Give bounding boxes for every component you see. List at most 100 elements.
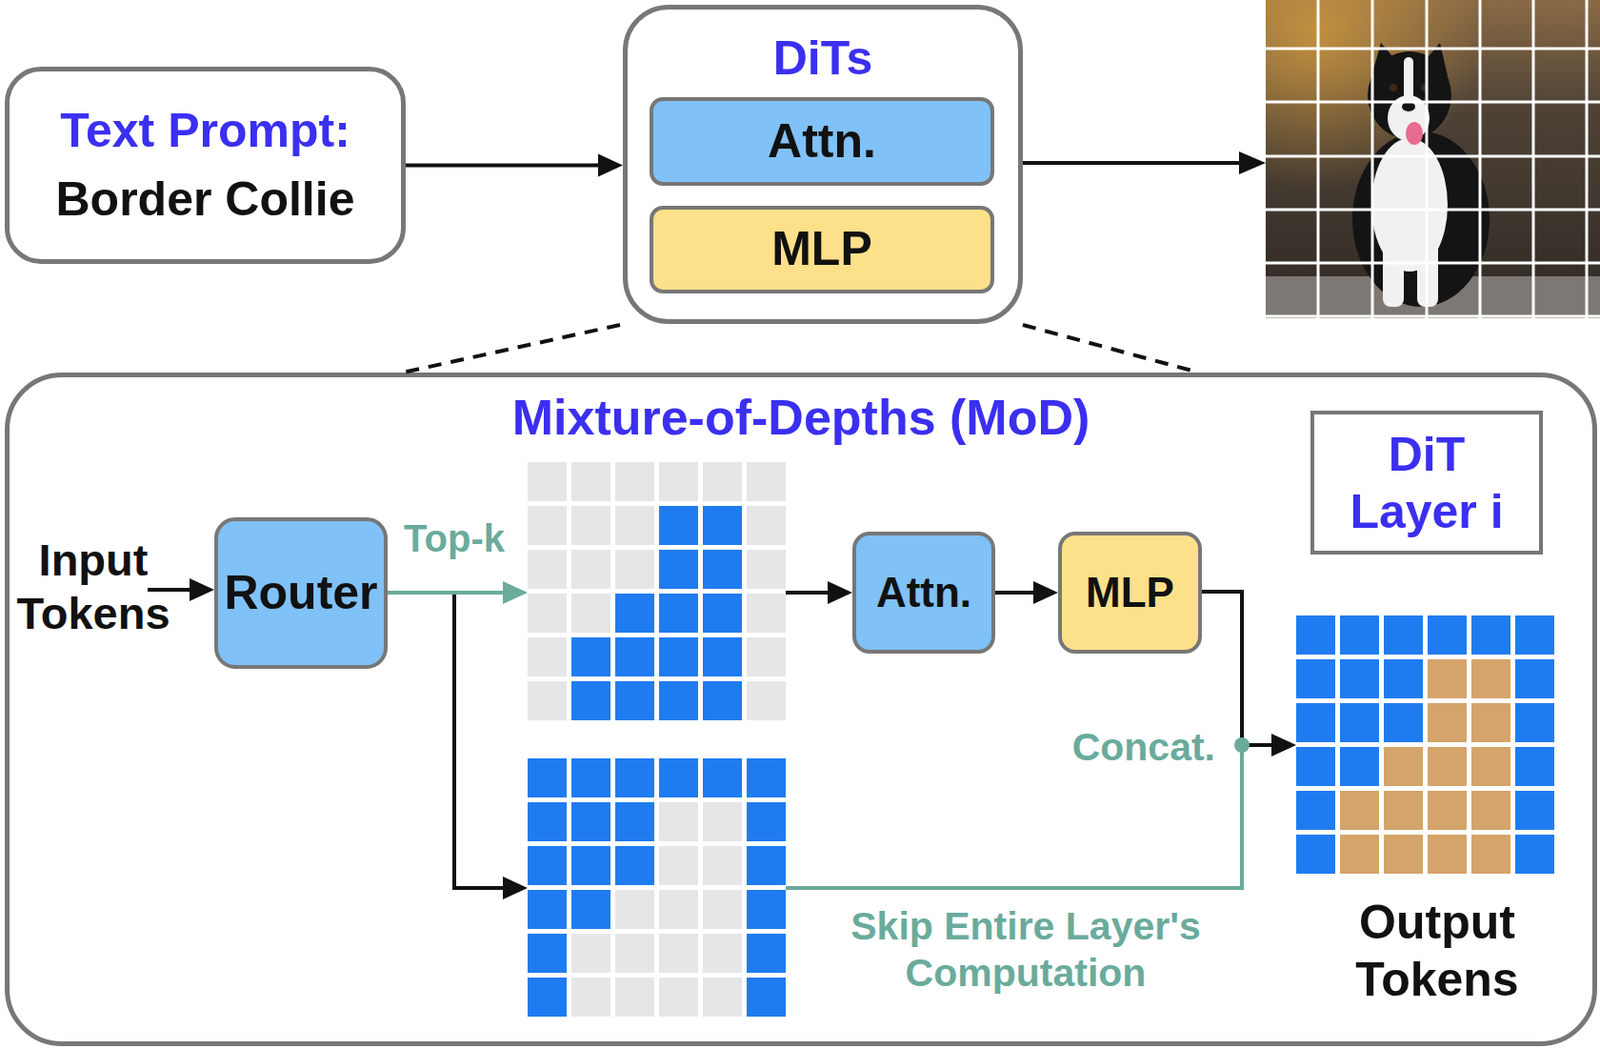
- dog-eye: [1389, 83, 1398, 92]
- token-cell: [746, 637, 786, 677]
- attention-block: Attn.: [852, 531, 996, 654]
- token-cell: [746, 593, 786, 633]
- input-box: Text Prompt:Border Collie: [4, 66, 406, 264]
- generated-image: [1265, 0, 1600, 319]
- token-cell: [1515, 746, 1555, 786]
- input-label: Input Tokens: [7, 533, 180, 641]
- token-cell: [1383, 790, 1423, 830]
- arrow-connector: [387, 580, 853, 604]
- box-text: Border Collie: [56, 172, 356, 228]
- token-cell: [702, 758, 742, 798]
- arrow-connector: [405, 154, 623, 178]
- token-cell: [1515, 834, 1555, 874]
- token-cell: [1471, 702, 1511, 742]
- token-cell: [659, 889, 699, 929]
- token-cell: [615, 549, 655, 589]
- skip-label: Skip Entire Layer's Computation: [828, 902, 1223, 997]
- token-cell: [527, 680, 567, 720]
- connector-line: [387, 590, 505, 595]
- token-cell: [527, 801, 567, 841]
- skip-line: [785, 744, 1242, 888]
- dog-blaze: [1403, 57, 1414, 105]
- token-cell: [746, 845, 786, 885]
- token-cell: [1340, 790, 1380, 830]
- arrow-head: [1271, 733, 1297, 757]
- token-cell: [615, 801, 655, 841]
- dog-leg: [1382, 228, 1404, 307]
- connector-line: [785, 590, 830, 595]
- box-text: Router: [223, 565, 378, 621]
- arrow-head: [1033, 580, 1059, 604]
- token-cell: [746, 549, 786, 589]
- box-text: Attn.: [767, 114, 877, 170]
- dog-eye: [1420, 83, 1429, 92]
- token-cell: [1427, 615, 1467, 655]
- token-cell: [1383, 834, 1423, 874]
- token-cell: [527, 637, 567, 677]
- token-cell: [1383, 615, 1423, 655]
- token-cell: [659, 505, 699, 545]
- patch-line: [1265, 155, 1600, 159]
- model-container: DiTsAttn.MLP: [622, 4, 1023, 324]
- token-cell: [746, 801, 786, 841]
- dog-chest: [1371, 138, 1448, 272]
- patch-line: [1265, 208, 1600, 212]
- zoom-line: [1022, 324, 1200, 373]
- token-cell: [1427, 834, 1467, 874]
- input-arrow: [147, 587, 192, 592]
- token-cell: [746, 505, 786, 545]
- token-cell: [659, 801, 699, 841]
- token-cell: [702, 845, 742, 885]
- edge-label: Top-k: [397, 515, 512, 561]
- dog-leg: [1417, 228, 1439, 307]
- token-cell: [615, 637, 655, 677]
- patch-line: [1425, 0, 1429, 319]
- token-cell: [1471, 746, 1511, 786]
- token-cell: [1471, 834, 1511, 874]
- token-cell: [527, 593, 567, 633]
- token-cell: [1383, 659, 1423, 699]
- arrow-head: [1239, 151, 1266, 175]
- token-cell: [1515, 659, 1555, 699]
- token-cell: [527, 758, 567, 798]
- arrow-head: [189, 578, 215, 601]
- patch-line: [1479, 0, 1482, 319]
- token-cell: [1427, 746, 1467, 786]
- box-text: DiT Layer i: [1331, 425, 1522, 540]
- token-cell: [659, 593, 699, 633]
- token-cell: [659, 461, 699, 501]
- arrow-head: [502, 876, 528, 900]
- token-cell: [702, 977, 742, 1017]
- router-box: Router: [214, 517, 388, 669]
- token-cell: [615, 933, 655, 973]
- token-grids: [527, 461, 1555, 1017]
- token-cell: [571, 549, 611, 589]
- token-cell: [571, 933, 611, 973]
- dog-ear: [1422, 42, 1448, 77]
- token-cell: [1427, 702, 1467, 742]
- token-cell: [659, 845, 699, 885]
- token-cell: [571, 845, 611, 885]
- token-cell: [571, 505, 611, 545]
- token-cell: [746, 680, 786, 720]
- token-cell: [1296, 746, 1336, 786]
- dog-ear: [1371, 42, 1399, 77]
- arrow-connector: [995, 580, 1059, 604]
- arrow-head: [827, 580, 853, 604]
- token-cell: [527, 933, 567, 973]
- token-cell: [1427, 790, 1467, 830]
- box-text: Attn.: [876, 568, 972, 618]
- patch-line: [1532, 0, 1536, 319]
- token-cell: [615, 461, 655, 501]
- token-cell: [615, 593, 655, 633]
- patch-line: [1265, 47, 1600, 51]
- token-cell: [659, 933, 699, 973]
- token-cell: [1471, 659, 1511, 699]
- token-cell: [1296, 834, 1336, 874]
- dog-head: [1367, 51, 1452, 140]
- dog-muzzle: [1387, 95, 1430, 141]
- mlp-block: MLP: [1058, 531, 1202, 654]
- token-cell: [659, 758, 699, 798]
- patch-line: [1585, 0, 1589, 319]
